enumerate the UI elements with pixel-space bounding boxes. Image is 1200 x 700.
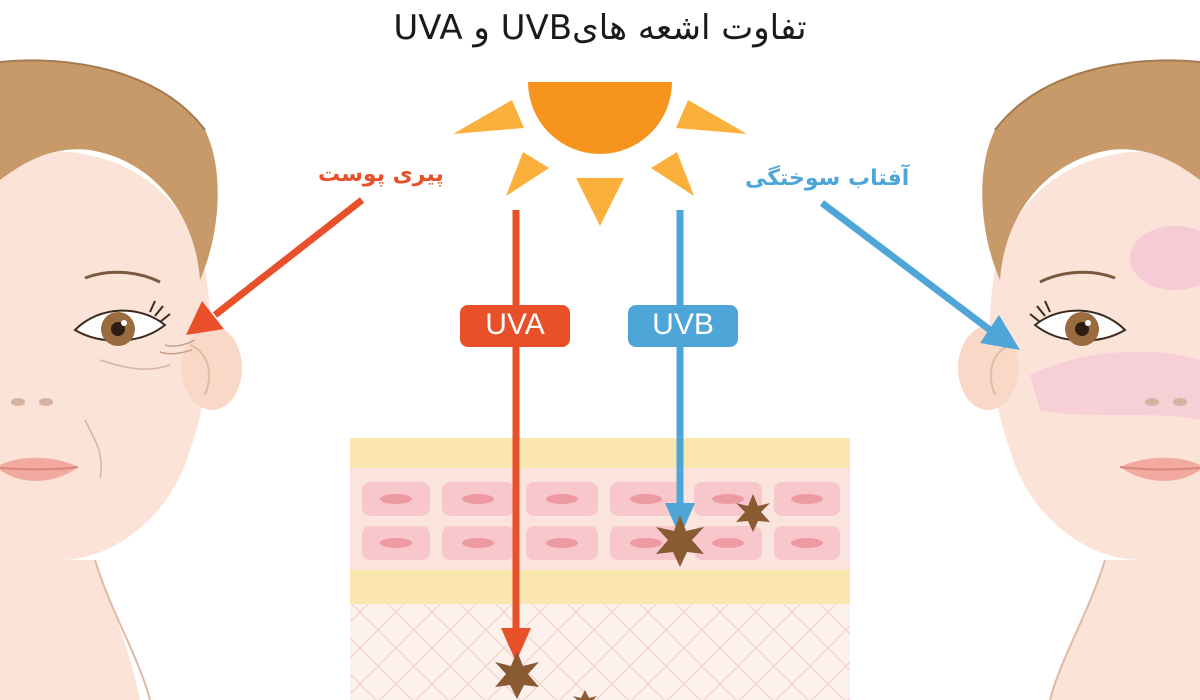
uvb-damage-star-icon	[656, 515, 704, 567]
diagram-title: تفاوت اشعه هایUVB و UVA	[393, 8, 807, 48]
uvb-badge: UVB	[628, 305, 738, 347]
uva-damage-star-icon	[495, 651, 539, 699]
uva-damage-star-small-icon	[573, 690, 597, 700]
left-face-aged	[0, 59, 242, 700]
right-face-sunburned	[958, 59, 1200, 700]
uva-badge: UVA	[460, 305, 570, 347]
uva-arrow	[501, 210, 531, 662]
sun-icon	[453, 82, 747, 226]
skin-aging-label: پیری پوست	[318, 162, 444, 187]
skin-cross-section	[350, 438, 850, 700]
sunburn-arrow	[819, 200, 1020, 350]
sunburn-label: آفتاب سوختگی	[745, 166, 910, 191]
skin-aging-arrow	[186, 197, 365, 335]
uvb-damage-star-small-icon	[736, 494, 770, 532]
